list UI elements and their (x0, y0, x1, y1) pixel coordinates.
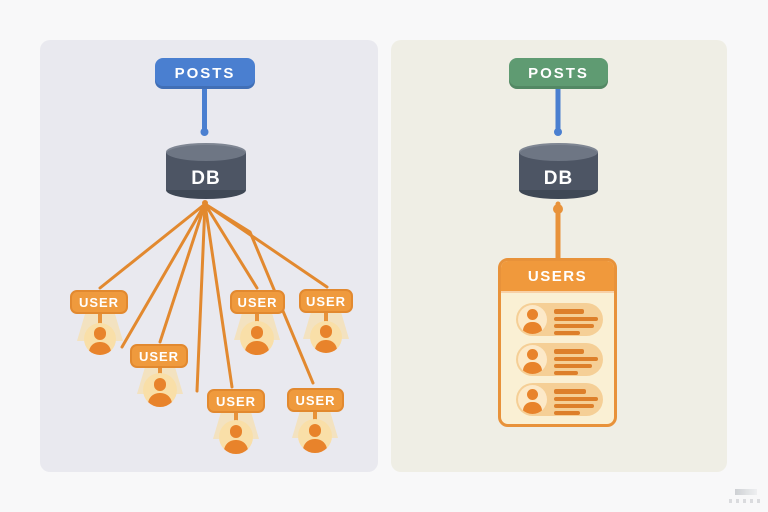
users-card-title: USERS (527, 267, 588, 285)
user-row (516, 303, 603, 336)
users-card-header: USERS (501, 261, 614, 293)
user-node: USER (207, 389, 265, 413)
db-cylinder-top (519, 143, 598, 161)
left-db-label: DB (191, 168, 221, 189)
user-row-text-lines (554, 389, 598, 415)
left-db-node: DB (166, 143, 246, 199)
user-node: USER (130, 344, 188, 368)
left-posts-label: POSTS (174, 65, 236, 82)
right-posts-label: POSTS (528, 65, 589, 82)
user-avatar-icon (518, 305, 547, 334)
right-posts-node: POSTS (509, 58, 608, 89)
user-avatar-icon (298, 419, 332, 453)
user-row-text-lines (554, 349, 598, 375)
watermark (728, 487, 764, 507)
user-avatar-icon (310, 321, 342, 353)
user-avatar-icon (143, 373, 177, 407)
user-avatar-icon (518, 345, 547, 374)
user-stub (158, 367, 162, 376)
users-card-body (501, 293, 614, 416)
user-row (516, 383, 603, 416)
user-avatar-icon (84, 323, 116, 355)
right-db-node: DB (519, 143, 598, 199)
left-posts-node: POSTS (155, 58, 255, 89)
user-stub (313, 411, 317, 421)
user-node: USER (230, 290, 285, 314)
user-avatar-icon (240, 321, 274, 355)
right-db-label: DB (543, 168, 574, 189)
user-row-text-lines (554, 309, 598, 335)
user-stub (98, 314, 102, 324)
user-node: USER (70, 290, 128, 314)
user-avatar-icon (518, 385, 547, 414)
users-table-card: USERS (498, 258, 617, 427)
user-node: USER (299, 289, 353, 313)
user-avatar-icon (219, 420, 253, 454)
user-stub (324, 312, 328, 323)
user-stub (234, 412, 238, 422)
db-cylinder-top (166, 143, 246, 161)
user-row (516, 343, 603, 376)
user-node: USER (287, 388, 344, 412)
